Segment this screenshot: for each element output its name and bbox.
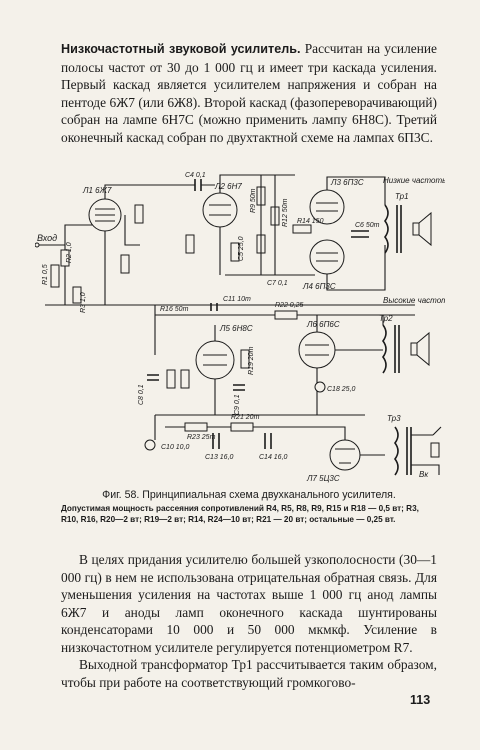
c7-label: С7 0,1 — [267, 280, 288, 287]
resistor-r6 — [185, 234, 195, 254]
resistor-r5 — [134, 204, 144, 224]
resistor-r19 — [240, 349, 250, 369]
capacitor-c4 — [194, 179, 202, 191]
r21-label: R21 20m — [231, 414, 260, 421]
resistor-r4 — [120, 254, 130, 274]
capacitor-c18 — [314, 381, 326, 393]
c6-label: С6 50m — [355, 222, 380, 229]
l2-label: Л2 6Н7 — [214, 182, 242, 191]
speaker-low-icon — [412, 211, 432, 247]
capacitor-c8 — [147, 374, 159, 381]
l6-label: Л6 6П6С — [306, 320, 340, 329]
intro-paragraph: Низкочастотный звуковой усилитель. Рассч… — [61, 40, 437, 147]
capacitor-c9 — [233, 384, 245, 391]
input-label: Вход — [37, 233, 57, 243]
r9-label: R9 50m — [250, 188, 257, 213]
resistor-r22 — [274, 310, 298, 320]
tr3-label: Тр3 — [387, 414, 401, 423]
figure-notes: Допустимая мощность рассеяния сопротивле… — [61, 504, 419, 524]
l5-label: Л5 6Н8С — [219, 324, 253, 333]
body-paragraph-2: В целях придания усилителю большей узкоп… — [61, 552, 437, 655]
c14-label: С14 16,0 — [259, 454, 288, 461]
resistor-r14 — [292, 224, 312, 234]
figure-caption: Фиг. 58. Принципиальная схема двухканаль… — [102, 489, 396, 501]
resistor-r1 — [50, 264, 60, 288]
c18-label: С18 25,0 — [327, 386, 356, 393]
c13-label: С13 16,0 — [205, 454, 234, 461]
r14-label: R14 150 — [297, 218, 324, 225]
tr2-label: Тр2 — [379, 314, 393, 323]
resistor-r18 — [180, 369, 190, 389]
capacitor-c14 — [264, 433, 272, 449]
transformer-tr3 — [394, 426, 399, 476]
l1-label: Л1 6Ж7 — [82, 186, 112, 195]
resistor-r9 — [230, 242, 240, 262]
high-freq-label: Высокие частоты — [383, 296, 445, 305]
transformer-tr2 — [382, 324, 387, 374]
r16-label: R16 50m — [160, 306, 189, 313]
tube-l5 — [195, 340, 235, 380]
r2-label: R2 1,0 — [66, 242, 73, 263]
capacitor-c6 — [351, 230, 369, 238]
c8-label: С8 0,1 — [138, 384, 145, 405]
section-heading: Низкочастотный звуковой усилитель. — [61, 42, 301, 56]
r22-label: R22 0,25 — [275, 302, 304, 309]
tr1-label: Тр1 — [395, 192, 409, 201]
r23-label: R23 25m — [187, 434, 216, 441]
c11-label: С11 10m — [223, 296, 251, 303]
resistor-r21 — [230, 422, 254, 432]
r3-label: R3 1,0 — [80, 292, 87, 313]
l3-label: Л3 6П3С — [330, 178, 364, 187]
l4-label: Л4 6П3С — [302, 282, 336, 291]
tube-l2 — [202, 192, 238, 228]
circuit-schematic: Вход R1 0,5 R2 1,0 R3 1,0 Л1 6Ж7 С4 0,1 … — [35, 172, 445, 483]
capacitor-c13 — [212, 433, 220, 449]
r1-label: R1 0,5 — [42, 264, 49, 285]
c5-label: С5 25,0 — [238, 236, 245, 261]
r12-label: R12 50m — [282, 198, 289, 227]
r19-label: R19 20m — [248, 346, 255, 375]
c9-label: С9 0,1 — [234, 394, 241, 415]
capacitor-c11 — [210, 303, 218, 311]
capacitor-c10 — [144, 439, 156, 451]
tube-l7 — [329, 439, 361, 471]
low-freq-label: Низкие частоты — [383, 176, 445, 185]
input-terminal — [35, 242, 40, 248]
resistor-r23 — [184, 422, 208, 432]
tube-l4 — [309, 239, 345, 275]
tube-l6 — [298, 331, 336, 369]
fuse — [430, 442, 440, 458]
c4-label: С4 0,1 — [185, 172, 206, 179]
page-number: 113 — [410, 693, 431, 707]
resistor-r17 — [166, 369, 176, 389]
resistor-r2 — [60, 249, 70, 267]
intro-text: Рассчитан на усиление полосы частот от 3… — [61, 41, 437, 145]
transformer-tr1 — [384, 204, 389, 254]
c10-label: С10 10,0 — [161, 444, 190, 451]
vk-label: Вк — [419, 470, 429, 479]
speaker-high-icon — [410, 331, 430, 367]
resistor-r3 — [72, 286, 82, 304]
body-paragraph-3: Выходной трансформатор Тр1 рассчитываетс… — [61, 657, 437, 690]
l7-label: Л7 5Ц3С — [306, 474, 340, 483]
